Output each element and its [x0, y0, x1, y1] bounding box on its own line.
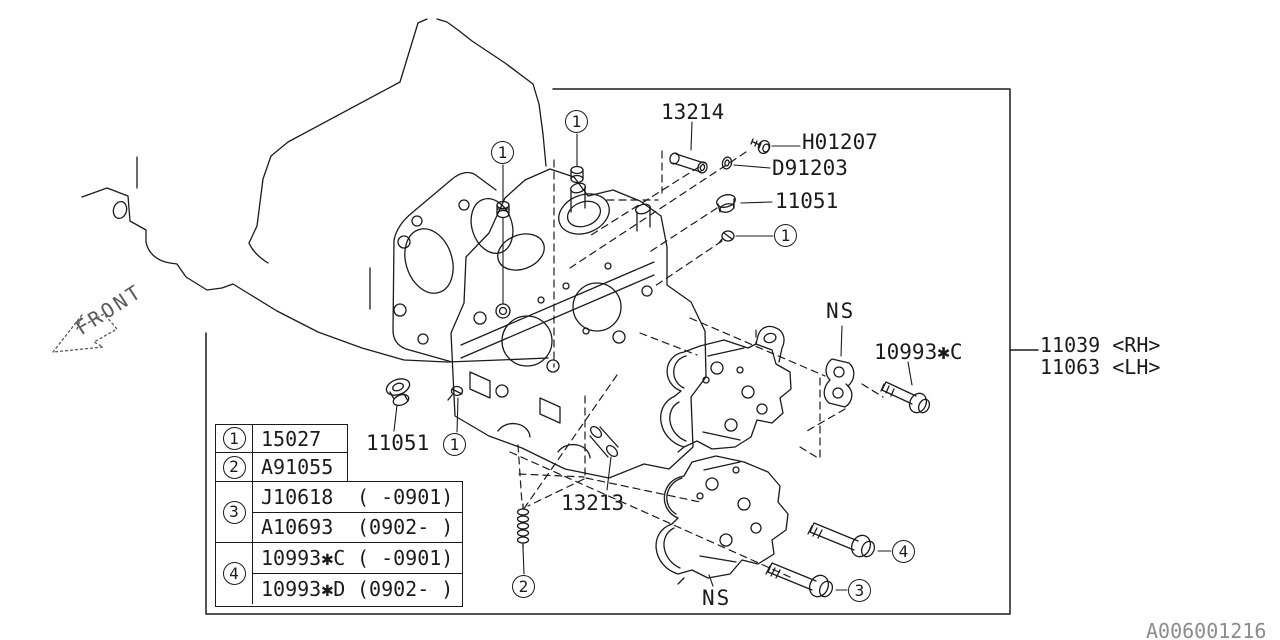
callout-1-gasket: 1: [491, 141, 514, 164]
washer-d91203: [721, 156, 733, 170]
plug-15027-gasket: [495, 200, 511, 319]
pipe-13214: [669, 152, 708, 174]
part-label-10993c: 10993✱C: [874, 340, 963, 364]
legend-row-4: 4 10993✱C( -0901) 10993✱D(0902- ): [216, 543, 462, 604]
bolt-h01207: [750, 138, 771, 155]
plug-11051-bottom: [385, 378, 411, 407]
gasket-bore: [404, 228, 454, 294]
ns-bearing-cap: [823, 358, 855, 408]
part-label-ns-top: NS: [826, 299, 856, 323]
legend-table-lower: 3 J10618( -0901) A10693(0902- ) 4 10993✱…: [215, 481, 463, 607]
plug-11051-top: [716, 194, 736, 213]
legend-table-upper: 1 15027 2 A91055: [215, 424, 348, 482]
callout-1-head: 1: [565, 110, 588, 133]
cylinder-head: [450, 168, 707, 479]
fasteners-small-parts: [385, 138, 931, 598]
legend-part-j10618: J10618( -0901): [253, 482, 462, 513]
callout-4: 4: [892, 540, 915, 563]
leader-lines: [393, 121, 913, 591]
legend-callout-3: 3: [222, 500, 246, 524]
legend-callout-1: 1: [222, 427, 246, 450]
camshaft-carrier-upper: [660, 325, 792, 453]
legend-row-1: 1 15027: [216, 425, 347, 453]
legend-part-15027: 15027: [261, 426, 322, 451]
part-label-11051-top: 11051: [775, 189, 839, 213]
legend-callout-4: 4: [222, 562, 246, 585]
legend-row-2: 2 A91055: [216, 453, 347, 481]
part-label-11051-bottom: 11051: [366, 431, 430, 455]
part-label-11063-lh: 11063 <LH>: [1040, 355, 1161, 379]
part-label-11039-rh: 11039 <RH>: [1040, 333, 1161, 357]
part-label-13214: 13214: [661, 100, 725, 124]
bolt-callout3: [765, 562, 834, 598]
callout-1-bottom: 1: [443, 433, 466, 456]
callout-2: 2: [512, 575, 535, 598]
doc-code: A006001216: [1146, 619, 1267, 640]
part-label-ns-bottom: NS: [702, 586, 732, 610]
part-label-13213: 13213: [561, 491, 625, 515]
engine-block-outline: [81, 18, 549, 363]
part-label-d91203: D91203: [772, 156, 848, 180]
screw-15027-bottom: [447, 385, 464, 401]
callout-3: 3: [848, 579, 871, 602]
legend-table: 1 15027 2 A91055 3 J10618( -0901) A10693…: [215, 424, 463, 607]
spring-stud-a91055: [516, 503, 530, 549]
construction-dashed-lines: [509, 150, 884, 578]
stud-13213: [589, 425, 619, 458]
callout-1-right: 1: [774, 224, 797, 247]
front-arrow-icon: [52, 313, 118, 353]
camshaft-carrier-lower: [655, 455, 789, 585]
legend-part-10993d: 10993✱D(0902- ): [261, 577, 454, 601]
legend-part-a91055: A91055: [261, 455, 334, 479]
legend-part-10993c: 10993✱C( -0901): [253, 543, 462, 574]
legend-callout-2: 2: [222, 455, 246, 479]
head-gasket: [392, 171, 514, 363]
legend-part-a10693: A10693(0902- ): [261, 515, 454, 540]
border-bracket: [205, 88, 1039, 615]
gasket-bore: [470, 198, 514, 254]
bolt-10993c: [880, 381, 931, 414]
bolt-callout4: [807, 522, 876, 558]
part-label-h01207: H01207: [802, 130, 878, 154]
legend-row-3: 3 J10618( -0901) A10693(0902- ): [216, 482, 462, 543]
